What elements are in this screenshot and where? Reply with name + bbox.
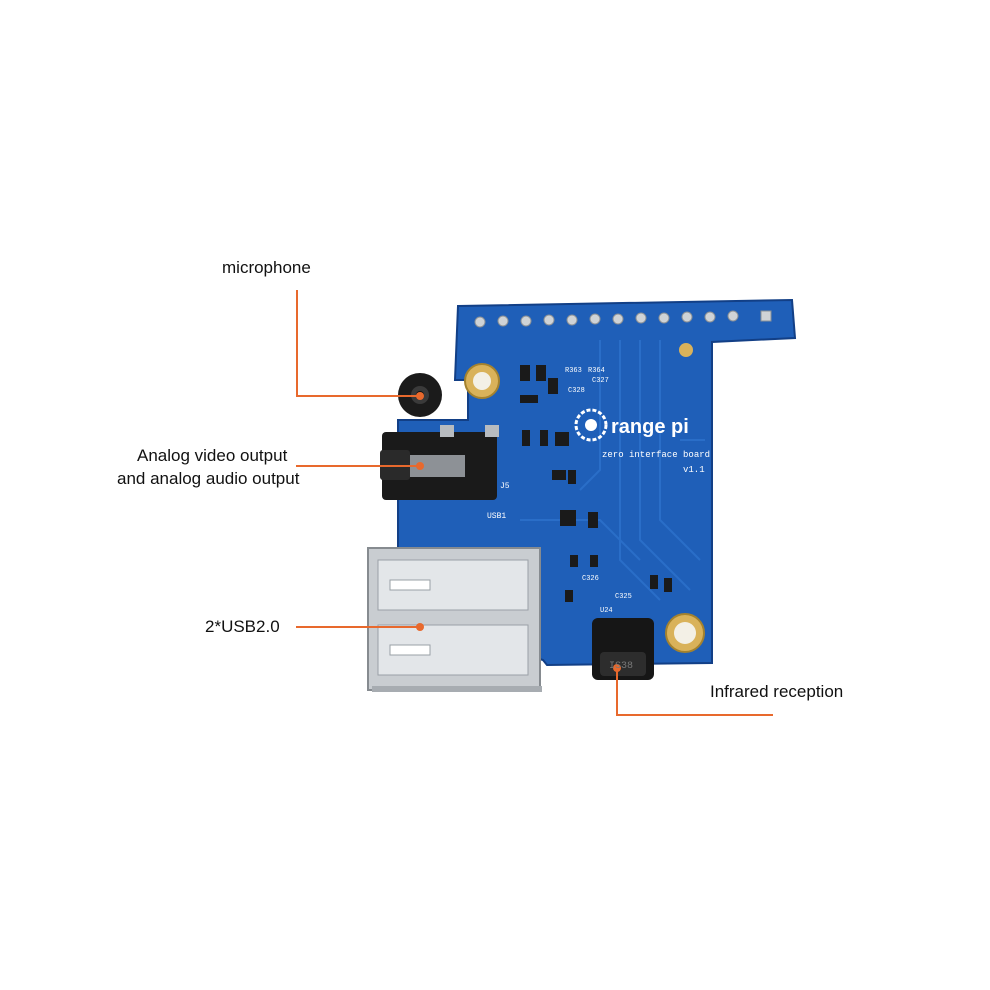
board-subtitle-text: zero interface board: [602, 450, 710, 460]
callout-dots: [416, 392, 621, 672]
smd-components: [520, 365, 672, 602]
silkscreen-c325: C325: [615, 593, 632, 601]
silkscreen-j5: J5: [500, 482, 510, 491]
board-version-text: v1.1: [683, 465, 705, 475]
usb-connector-component: [367, 547, 542, 692]
silkscreen-u24: U24: [600, 607, 613, 615]
av-output-label-line1: Analog video output: [137, 446, 288, 465]
infrared-part-text: IS38: [609, 661, 633, 672]
mounting-holes: [464, 343, 705, 653]
infrared-label: Infrared reception: [710, 682, 844, 701]
usb-label: 2*USB2.0: [205, 617, 280, 636]
silkscreen-r364: R364: [588, 367, 605, 375]
silkscreen-c326: C326: [582, 575, 599, 583]
brand-logo-icon: [574, 408, 608, 442]
microphone-label: microphone: [222, 258, 311, 277]
silkscreen-c328: C328: [568, 387, 585, 395]
header-pins: [474, 310, 772, 328]
infrared-receiver-component: [592, 618, 654, 680]
silkscreen-r363: R363: [565, 367, 582, 375]
callout-lines: [296, 290, 773, 716]
microphone-leader-line: [296, 290, 420, 397]
board-brand-text: range pi: [611, 416, 689, 438]
silkscreen-usb1: USB1: [487, 512, 506, 521]
infrared-leader-line: [616, 668, 773, 716]
silkscreen-mic2: MIC2: [443, 404, 462, 413]
av-output-label-line2: and analog audio output: [117, 469, 300, 488]
silkscreen-c327: C327: [592, 377, 609, 385]
av-jack-component: [380, 425, 499, 500]
